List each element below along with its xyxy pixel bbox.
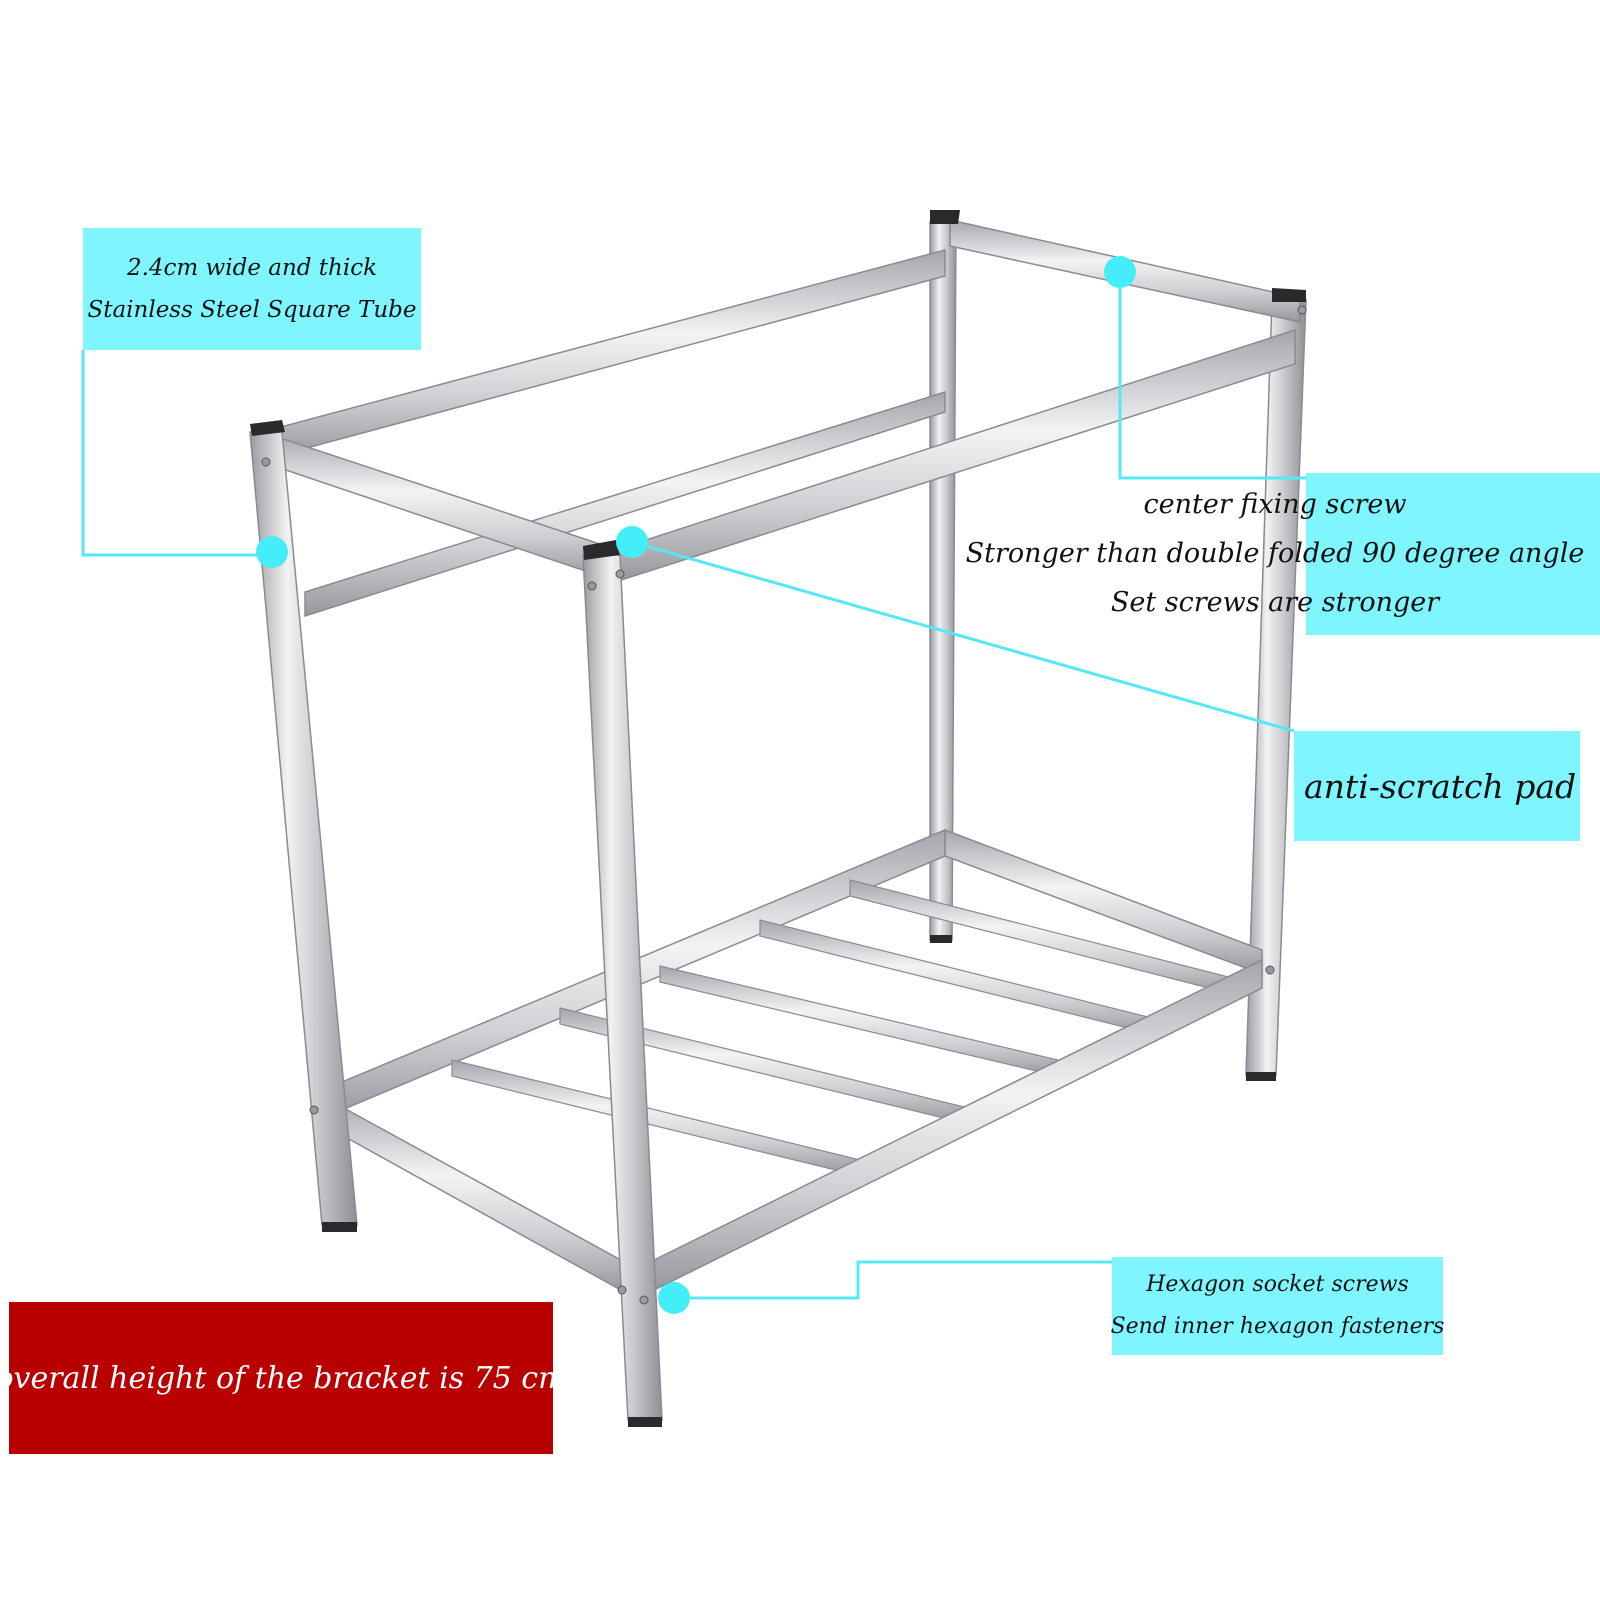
hex-callout-line-2: Send inner hexagon fasteners xyxy=(1110,1314,1445,1339)
screw-icon xyxy=(617,1285,627,1295)
hex-callout-line-1: Hexagon socket screws xyxy=(1146,1272,1409,1297)
top-cap-icon xyxy=(930,210,960,224)
screw-leader-line xyxy=(1118,272,1306,480)
foot-pad-icon xyxy=(1246,1072,1276,1081)
screw-icon xyxy=(309,1105,319,1115)
tube-dot xyxy=(256,536,288,568)
screw-icon xyxy=(615,569,625,579)
screw-icon xyxy=(261,457,271,467)
hex-callout: Hexagon socket screws Send inner hexagon… xyxy=(1110,1257,1445,1355)
top-cap-icon xyxy=(583,540,620,560)
pad-callout-text: anti-scratch pad xyxy=(1304,766,1577,806)
bottom-frame xyxy=(317,828,1263,1296)
bottom-slats xyxy=(451,879,1241,1177)
pad-dot xyxy=(616,526,648,558)
foot-pad-icon xyxy=(628,1417,662,1427)
hex-dot xyxy=(658,1282,690,1314)
callout-dots xyxy=(256,256,1136,1314)
center-screw-callout-line-2: Stronger than double folded 90 degree an… xyxy=(965,538,1585,569)
bottom-front-rail xyxy=(321,1094,629,1296)
tube-leader-line xyxy=(81,350,272,557)
hex-leader-line xyxy=(674,1260,1112,1300)
end-caps xyxy=(250,210,1306,1427)
screw-icon xyxy=(1297,305,1307,315)
top-middle-crossbar xyxy=(304,390,946,618)
pad-callout: anti-scratch pad xyxy=(1294,731,1580,841)
screw-icon xyxy=(587,581,597,591)
height-callout-text: overall height of the bracket is 75 cm xyxy=(0,1360,567,1396)
screw-dot xyxy=(1104,256,1136,288)
foot-pad-icon xyxy=(930,935,952,943)
tube-callout-line-2: Stainless Steel Square Tube xyxy=(87,297,417,323)
center-screw-callout-line-3: Set screws are stronger xyxy=(1110,587,1440,618)
center-screw-callout: center fixing screw Stronger than double… xyxy=(945,480,1600,627)
bottom-right-rail xyxy=(649,958,1263,1294)
pad-leader-line xyxy=(631,540,1295,733)
screw-icon xyxy=(1265,965,1275,975)
callout-lines xyxy=(81,272,1306,1300)
screws xyxy=(261,305,1307,1305)
top-cap-icon xyxy=(250,420,285,436)
screw-icon xyxy=(639,1295,649,1305)
foot-pad-icon xyxy=(322,1222,357,1232)
center-screw-callout-background xyxy=(1306,473,1600,635)
tube-callout-line-1: 2.4cm wide and thick xyxy=(126,255,378,281)
top-cap-icon xyxy=(1272,288,1306,302)
center-screw-callout-line-1: center fixing screw xyxy=(1143,489,1407,520)
tube-callout: 2.4cm wide and thick Stainless Steel Squ… xyxy=(83,228,421,350)
height-callout: overall height of the bracket is 75 cm xyxy=(0,1302,567,1454)
